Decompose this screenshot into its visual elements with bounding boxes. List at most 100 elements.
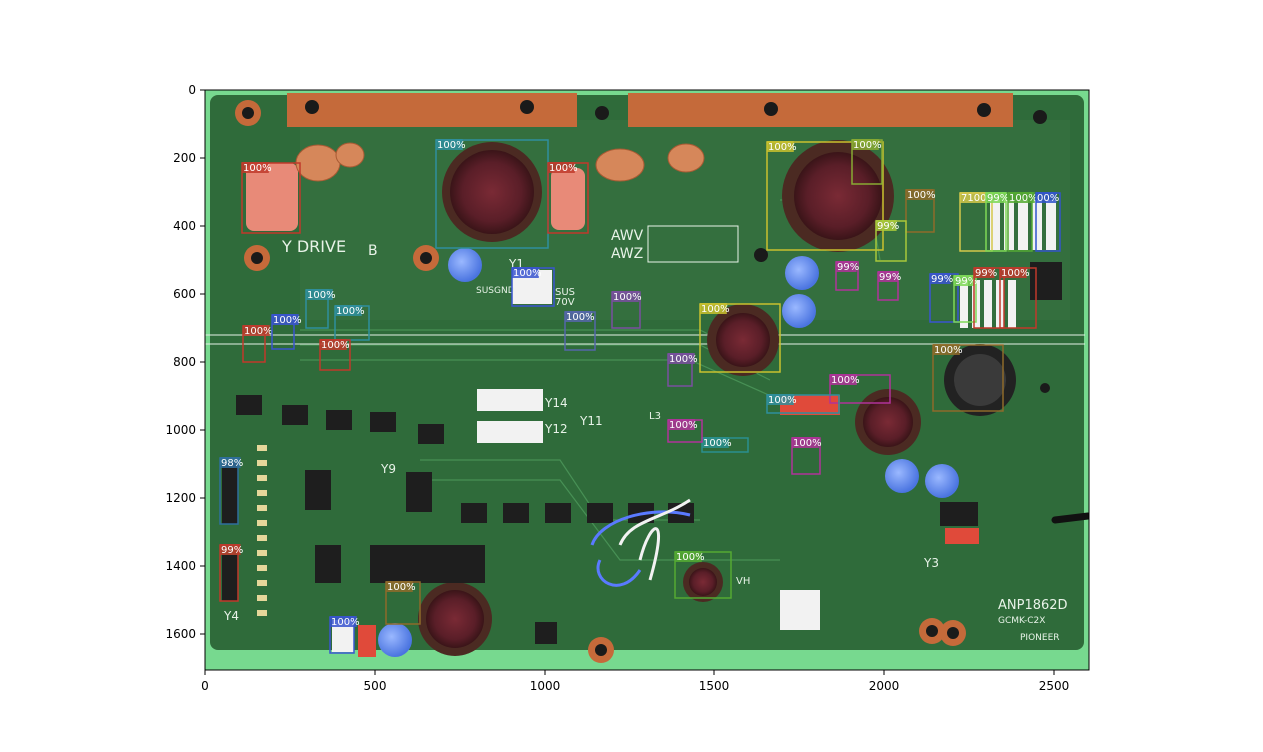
y-tick-label: 0 xyxy=(188,83,196,97)
silk-y14: Y14 xyxy=(544,396,568,410)
detection-label-bg xyxy=(1036,192,1057,203)
copper-busbar-right xyxy=(628,93,1013,127)
detection-confidence-label: 100% xyxy=(793,438,822,449)
detection-confidence-label: 100% xyxy=(321,340,350,351)
detection-confidence-label: 98% xyxy=(221,458,243,469)
detection-confidence-label: 100% xyxy=(669,354,698,365)
detection-label-bg xyxy=(700,303,727,314)
detection-label-bg xyxy=(960,192,987,203)
plot-frame xyxy=(204,89,1090,671)
detection-box xyxy=(932,344,1004,412)
detection-label-bg xyxy=(876,220,897,231)
y-tick-label: 200 xyxy=(173,151,196,165)
detection-confidence-label: 99% xyxy=(837,262,859,273)
detection-label-bg xyxy=(668,419,695,430)
smd-strip xyxy=(257,445,267,616)
detection-confidence-label: 99% xyxy=(975,268,997,279)
silk-sus: SUS xyxy=(555,287,575,298)
x-tick-label: 2500 xyxy=(1039,679,1070,693)
detection-label-bg xyxy=(767,394,794,405)
detection-confidence-label: 100% xyxy=(1009,193,1038,204)
mounting-holes xyxy=(235,100,1050,663)
silk-y-drive: Y DRIVE xyxy=(281,237,346,256)
silk-awv: AWV xyxy=(611,228,644,244)
detection-label-bg xyxy=(243,325,270,336)
detection-box xyxy=(674,551,732,599)
detection-confidence-label: 100% xyxy=(1001,268,1030,279)
detection-label-bg xyxy=(830,374,857,385)
detection-label-bg xyxy=(986,192,1007,203)
detection-box xyxy=(699,303,781,373)
marker-stroke xyxy=(1051,512,1089,524)
x-tick-label: 1000 xyxy=(530,679,561,693)
x-tick-label: 2000 xyxy=(869,679,900,693)
detection-label-bg xyxy=(954,275,975,286)
detection-confidence-label: 100% xyxy=(703,438,732,449)
detection-confidence-label: 100% xyxy=(768,395,797,406)
silk-y11: Y11 xyxy=(579,414,603,428)
detection-label-bg xyxy=(320,339,347,350)
detection-confidence-label: 99% xyxy=(987,193,1009,204)
detection-label-bg xyxy=(668,353,695,364)
y-tick-label: 1600 xyxy=(165,627,196,641)
silk-vh: VH xyxy=(736,576,750,587)
inductor-coils xyxy=(295,142,705,182)
detection-label-bg xyxy=(330,616,357,627)
blue-capacitors xyxy=(378,248,959,657)
detection-confidence-label: 00% xyxy=(1037,193,1059,204)
detection-confidence-label: 100% xyxy=(513,268,542,279)
silk-model: ANP1862D xyxy=(998,598,1068,613)
detection-confidence-label: 100% xyxy=(676,552,705,563)
pcb-photo: Y DRIVE B AWV AWZ Y1 SUS 70V SUSGND Y14 … xyxy=(205,90,1089,670)
silk-code: GCMK-C2X xyxy=(998,616,1045,626)
detection-label-bg xyxy=(878,271,899,282)
detection-label-bg xyxy=(1008,192,1035,203)
silk-susgnd: SUSGND xyxy=(476,286,515,296)
y-tick-label: 1000 xyxy=(165,423,196,437)
detection-confidence-label: 99% xyxy=(877,221,899,232)
detection-label-bg xyxy=(974,267,995,278)
film-capacitor-left xyxy=(246,163,298,231)
detection-label-bg xyxy=(1000,267,1027,278)
detection-label-bg xyxy=(548,162,575,173)
detection-label-bg xyxy=(906,189,933,200)
detection-confidence-label: 100% xyxy=(669,420,698,431)
detection-label-bg xyxy=(767,141,794,152)
detection-confidence-label: 100% xyxy=(768,142,797,153)
detection-confidence-label: 100% xyxy=(387,582,416,593)
detection-confidence-label: 100% xyxy=(701,304,730,315)
x-axis: 0 500 1000 1500 2000 2500 xyxy=(201,670,1069,693)
detection-label-bg xyxy=(565,311,592,322)
silk-y4: Y4 xyxy=(223,609,239,623)
x-tick-label: 500 xyxy=(364,679,387,693)
detection-confidence-label: 100% xyxy=(437,140,466,151)
detection-confidence-label: 100% xyxy=(907,190,936,201)
y-tick-label: 1200 xyxy=(165,491,196,505)
detection-label-bg xyxy=(702,437,729,448)
detection-confidence-label: 7100 xyxy=(961,193,986,204)
copper-busbar-left xyxy=(287,93,577,127)
detection-label-bg xyxy=(930,273,951,284)
detection-label-bg xyxy=(306,289,333,300)
detection-confidence-label: 100% xyxy=(307,290,336,301)
detection-confidence-label: 100% xyxy=(549,163,578,174)
detection-label-bg xyxy=(933,344,960,355)
detection-label-bg xyxy=(612,291,639,302)
detection-confidence-label: 100% xyxy=(613,292,642,303)
film-capacitor-mid xyxy=(551,168,585,230)
detection-label-bg xyxy=(836,261,857,272)
y-tick-label: 600 xyxy=(173,287,196,301)
silkscreen-text: Y DRIVE B AWV AWZ Y1 SUS 70V SUSGND Y14 … xyxy=(223,225,1068,643)
detection-label-bg xyxy=(272,314,299,325)
detection-confidence-label: 100% xyxy=(273,315,302,326)
detection-label-bg xyxy=(852,139,879,150)
wires xyxy=(590,498,691,587)
silk-y9: Y9 xyxy=(380,462,396,476)
detection-label-bg xyxy=(242,162,269,173)
silk-l3: L3 xyxy=(649,411,661,422)
y-tick-label: 400 xyxy=(173,219,196,233)
large-capacitors xyxy=(418,140,1016,656)
detection-confidence-label: 99% xyxy=(879,272,901,283)
